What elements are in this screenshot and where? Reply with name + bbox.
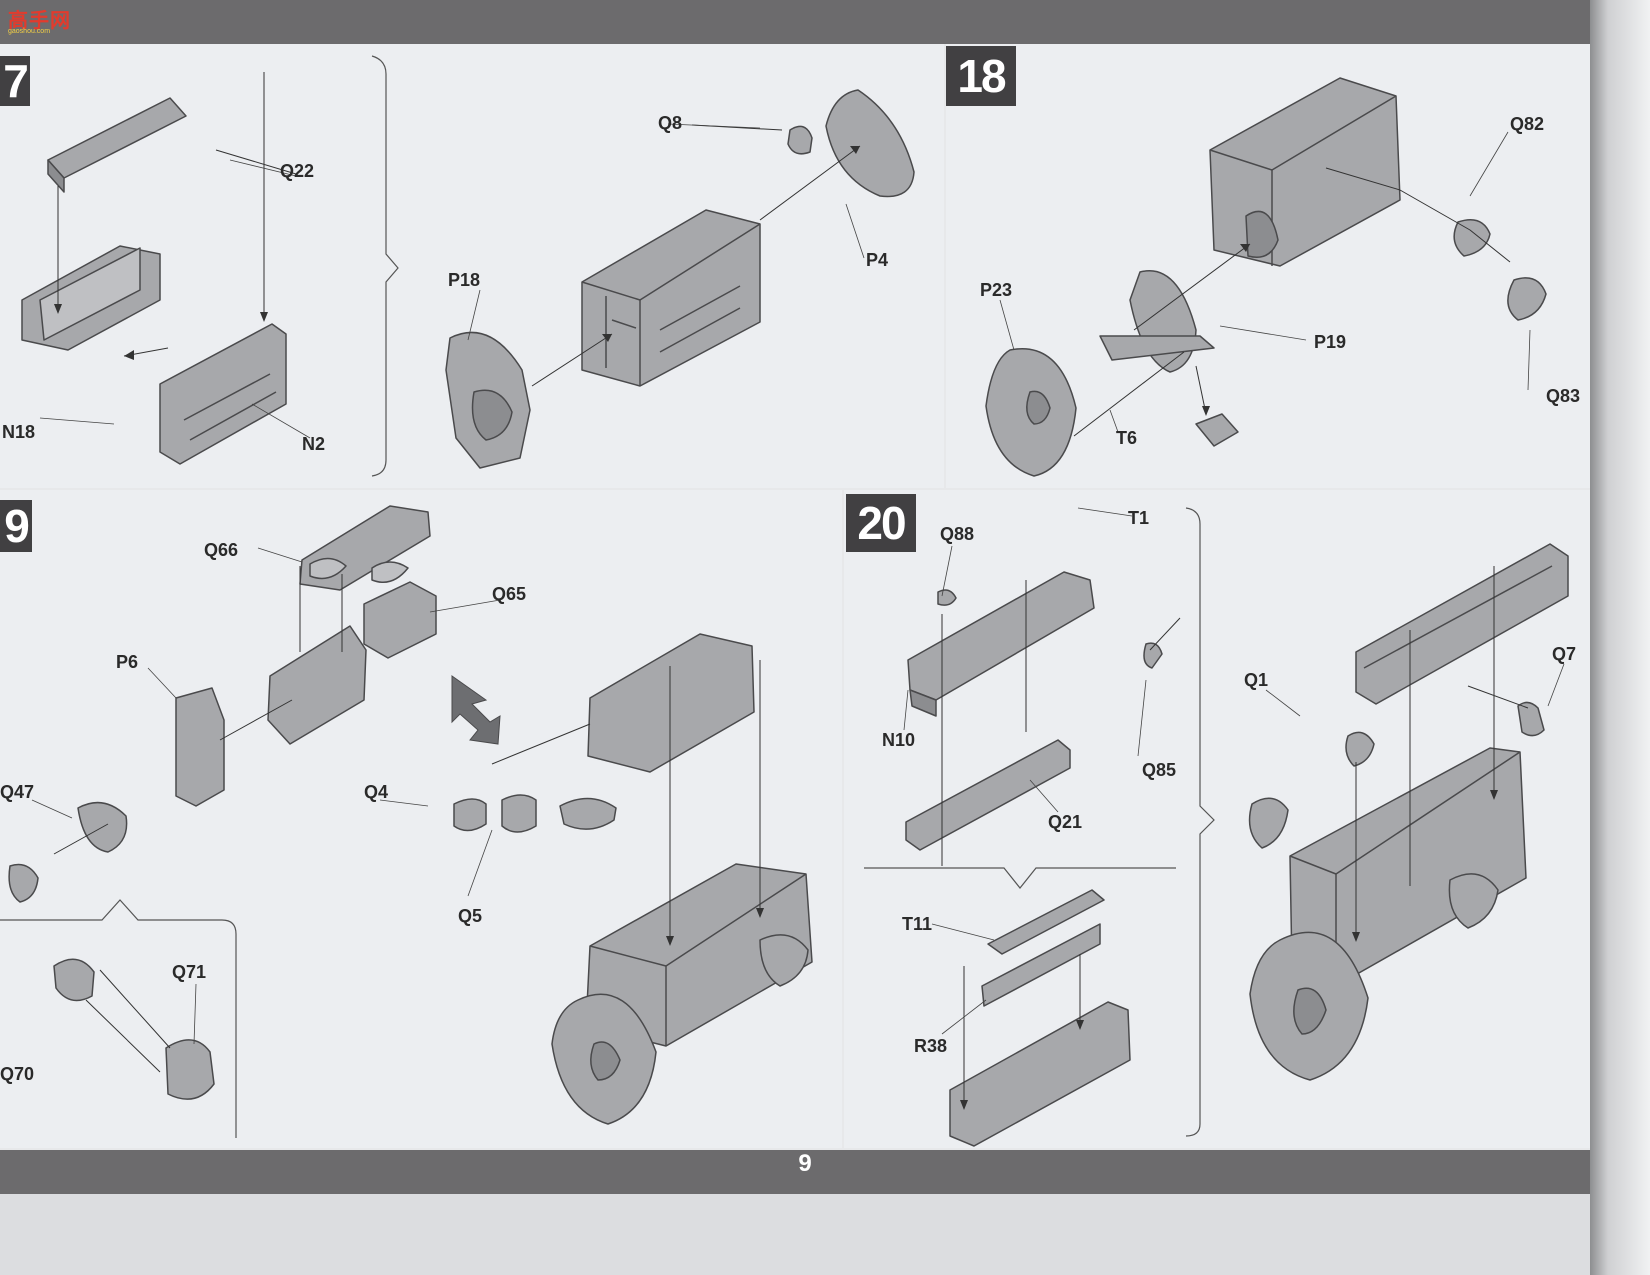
part-label-t1: T1 [1128,508,1150,528]
part-label-q21: Q21 [1048,812,1083,832]
part-label-q71: Q71 [172,962,207,982]
part-label-q82: Q82 [1510,114,1545,134]
part-label-q65: Q65 [492,584,527,604]
part-label-q8: Q8 [658,113,683,133]
bottom-band [0,1150,1590,1194]
part-label-q47: Q47 [0,782,35,802]
part-label-n10: N10 [882,730,916,750]
site-logo-text: 高手网 [8,10,71,32]
page-number: 9 [798,1150,812,1177]
top-band [0,0,1590,44]
step-20-number: 20 [846,494,916,552]
part-label-q5: Q5 [458,906,483,926]
part-label-q70: Q70 [0,1064,35,1084]
part-label-n18: N18 [2,422,36,442]
part-label-n2: N2 [302,434,326,454]
part-label-q83: Q83 [1546,386,1581,406]
step-19-number: 9 [0,500,32,552]
page-margin [0,1194,1590,1275]
part-label-p4: P4 [866,250,889,270]
part-label-p19: P19 [1314,332,1347,352]
part-label-q88: Q88 [940,524,975,544]
part-label-q22: Q22 [280,161,315,181]
step-17-number: 7 [0,55,30,107]
part-label-p23: P23 [980,280,1013,300]
part-label-t6: T6 [1116,428,1138,448]
part-label-q66: Q66 [204,540,239,560]
step-18-number: 18 [946,46,1016,106]
part-label-q1: Q1 [1244,670,1269,690]
part-label-q85: Q85 [1142,760,1177,780]
site-logo-sub: gaoshou.com [8,28,51,35]
site-logo: 高手网 gaoshou.com [6,2,74,40]
part-label-t11: T11 [902,914,933,934]
part-label-r38: R38 [914,1036,948,1056]
part-label-p6: P6 [116,652,139,672]
assembly-illustrations [0,55,1569,1147]
book-binding-shadow [1590,0,1650,1275]
part-label-p18: P18 [448,270,481,290]
part-label-q7: Q7 [1552,644,1577,664]
part-label-q4: Q4 [364,782,389,802]
